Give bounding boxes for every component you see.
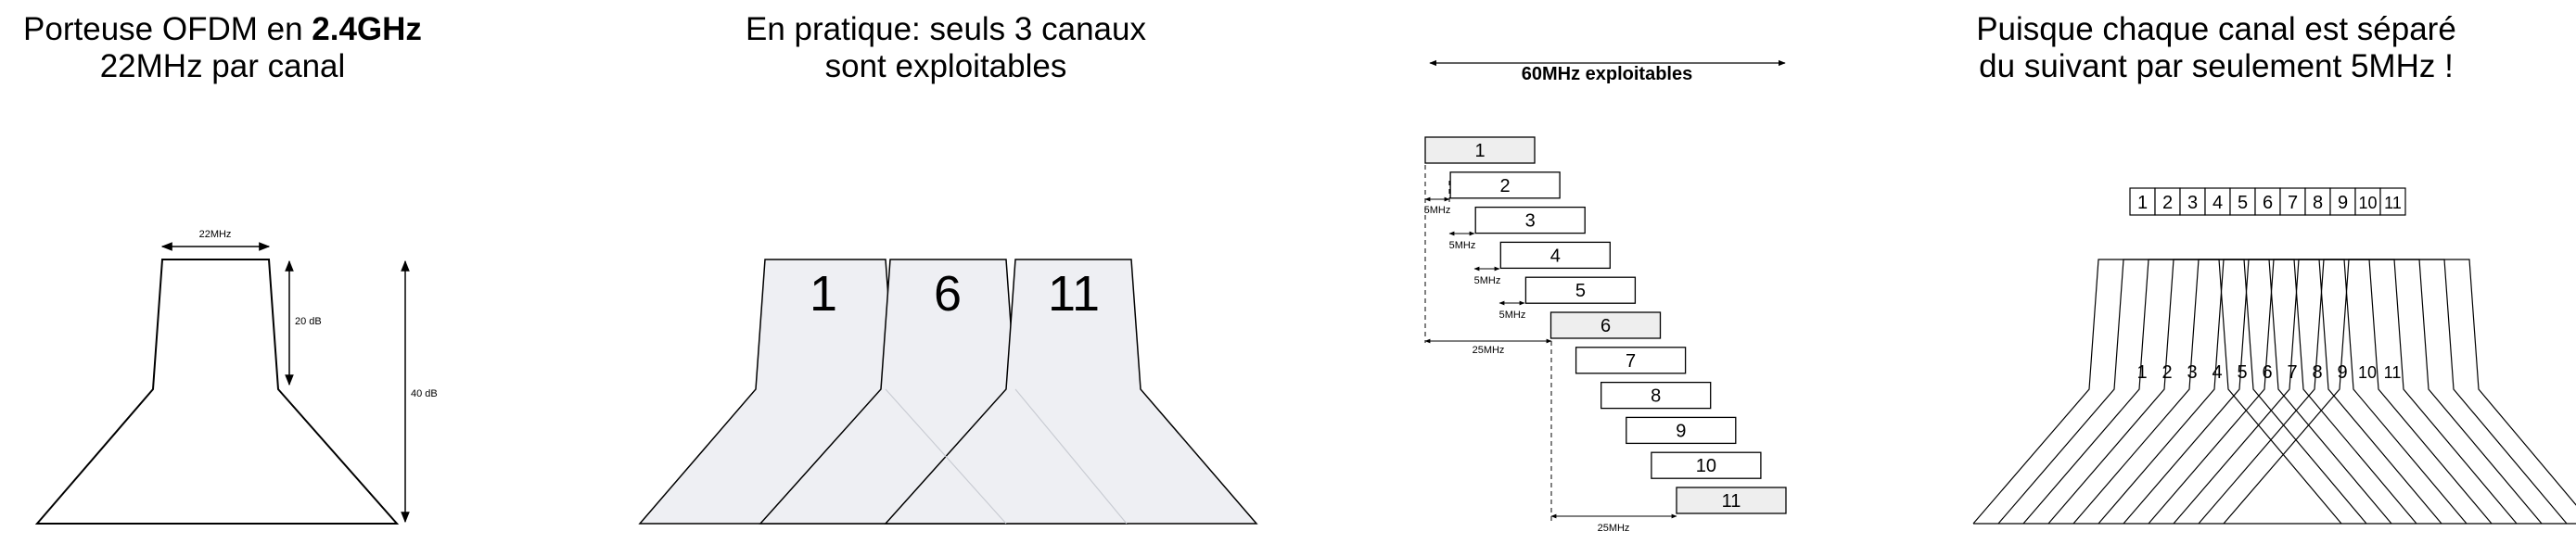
panel1-width-label: 22MHz: [199, 229, 232, 240]
panel4-header-box-7: [2279, 187, 2306, 216]
panel4-title-line2: du suivant par seulement 5MHz !: [1979, 48, 2454, 84]
panel3-channel-box-5: [1524, 276, 1637, 304]
panel4-title-line1: Puisque chaque canal est séparé: [1976, 11, 2456, 47]
panel3-channel-label-10: 10: [1696, 456, 1716, 476]
panel4-channel-masks: [1972, 259, 2576, 525]
panel4-mid-label-6: 6: [2262, 362, 2272, 383]
panel4-header-label-7: 7: [2288, 193, 2298, 213]
panel4-mid-label-10: 10: [2358, 363, 2377, 382]
panel4-title: Puisque chaque canal est séparé du suiva…: [1938, 11, 2494, 85]
panel1-total-label: 40 dB: [411, 388, 438, 399]
panel2-overlap-line-a: [885, 388, 1007, 525]
panel1-spectrum-mask: [34, 259, 400, 525]
panel3-channel-box-11: [1676, 487, 1787, 514]
panel2-title-line1: En pratique: seuls 3 canaux: [746, 11, 1146, 47]
panel4-channel-mask-6: [2098, 259, 2468, 525]
panel3-spacing-label-4: 5MHz: [1499, 310, 1526, 321]
panel3-channel-label-8: 8: [1651, 386, 1661, 407]
panel4-mid-label-5: 5: [2237, 362, 2247, 383]
panel4-header-label-1: 1: [2137, 193, 2148, 213]
panel3-channel-box-2: [1449, 171, 1561, 199]
panel4-mid-label-7: 7: [2287, 362, 2297, 383]
panel4-header-label-4: 4: [2213, 193, 2223, 213]
panel1-title: Porteuse OFDM en 2.4GHz 22MHz par canal: [0, 11, 445, 85]
panel4-header-box-4: [2204, 187, 2231, 216]
panel3-channel-box-10: [1651, 451, 1762, 479]
panel4-mid-label-3: 3: [2187, 362, 2197, 383]
panel4-header-box-1: [2129, 187, 2156, 216]
panel1-drop-label: 20 dB: [295, 316, 322, 327]
panel3-spacing-label-1: 5MHz: [1424, 205, 1451, 216]
panel4-header-label-6: 6: [2263, 193, 2273, 213]
panel1-title-band: 2.4GHz: [312, 11, 422, 47]
panel3-channel-label-6: 6: [1600, 316, 1611, 336]
panel3-spacing-label-3: 5MHz: [1474, 275, 1501, 286]
panel3-span25-label-2: 25MHz: [1598, 523, 1630, 534]
panel3-channel-label-3: 3: [1525, 211, 1536, 232]
panel3-channel-box-3: [1474, 206, 1586, 234]
panel4-header-label-3: 3: [2187, 193, 2198, 213]
panel4-mid-label-4: 4: [2212, 362, 2222, 383]
panel2-overlap-line-b: [1014, 388, 1128, 525]
panel3-channel-label-9: 9: [1676, 421, 1686, 441]
panel4-header-box-9: [2329, 187, 2356, 216]
panel4-header-box-3: [2179, 187, 2206, 216]
panel4-header-label-2: 2: [2162, 193, 2173, 213]
panel3-channel-box-7: [1575, 347, 1687, 374]
panel2-label-11: 11: [1048, 266, 1100, 322]
panel3-channel-label-11: 11: [1722, 491, 1741, 512]
panel4-mid-label-2: 2: [2162, 362, 2172, 383]
panel4-mid-label-11: 11: [2384, 363, 2402, 382]
panel3-span25-label-1: 25MHz: [1473, 345, 1505, 356]
panel1-title-line2: 22MHz par canal: [99, 48, 346, 84]
panel4-header-label-10: 10: [2358, 194, 2377, 212]
panel3-channel-label-7: 7: [1626, 351, 1636, 372]
panel3-channel-box-9: [1626, 416, 1737, 445]
panel2-channel-11-mask: [884, 259, 1258, 525]
panel4-header-label-8: 8: [2313, 193, 2323, 213]
panel3-spacing-label-2: 5MHz: [1449, 240, 1476, 251]
panel3-channel-label-4: 4: [1550, 246, 1561, 266]
panel3-channel-label-2: 2: [1500, 176, 1511, 196]
panel4-header-box-8: [2304, 187, 2331, 216]
panel3-channel-box-1: [1424, 136, 1536, 164]
panel2-title-line2: sont exploitables: [824, 48, 1067, 84]
panel4-header-label-9: 9: [2338, 193, 2348, 213]
panel3-channel-label-1: 1: [1474, 141, 1485, 161]
panel4-channel-mask-11: [2223, 259, 2576, 525]
panel4-mid-label-8: 8: [2312, 362, 2322, 383]
panel4-header-label-11: 11: [2384, 194, 2402, 212]
panel4-header-box-2: [2154, 187, 2181, 216]
panel2-label-6: 6: [934, 266, 962, 322]
panel4-mid-label-1: 1: [2136, 362, 2147, 383]
panel1-title-prefix: Porteuse OFDM en: [23, 11, 312, 47]
panel3-channel-box-4: [1499, 241, 1611, 270]
panel2-title: En pratique: seuls 3 canaux sont exploit…: [705, 11, 1187, 85]
panel4-header-box-11: [2379, 187, 2406, 216]
panel4-mid-label-9: 9: [2337, 362, 2347, 383]
panel2-label-1: 1: [810, 266, 837, 322]
panel3-channel-label-5: 5: [1575, 281, 1586, 301]
panel3-channel-box-6: [1549, 311, 1662, 339]
panel3-header: 60MHz exploitables: [1522, 64, 1693, 84]
panel3-channel-box-8: [1600, 381, 1712, 410]
panel4-header-label-5: 5: [2238, 193, 2248, 213]
